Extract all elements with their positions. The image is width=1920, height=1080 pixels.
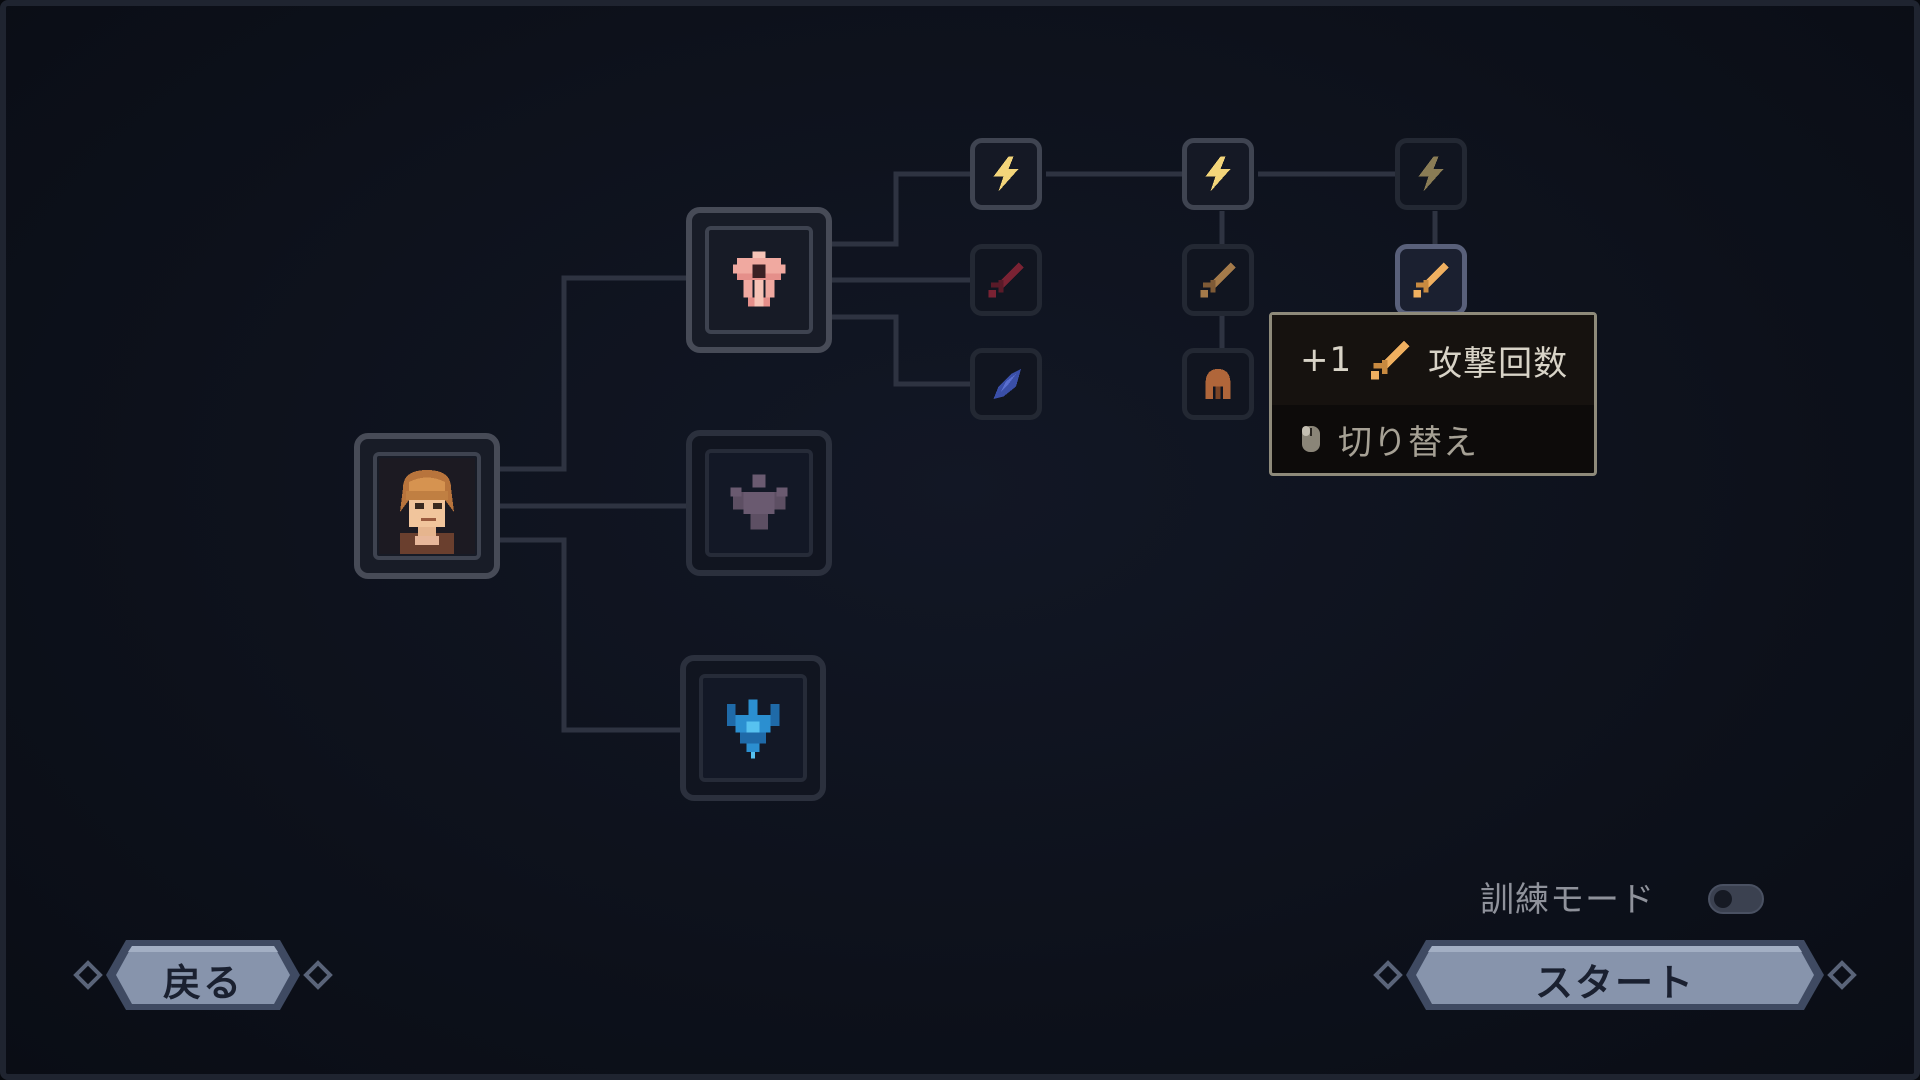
back-button-frame <box>73 940 333 1010</box>
upgrade-node-lightning-1[interactable] <box>970 138 1042 210</box>
lightning-icon <box>1205 156 1231 192</box>
upgrade-node-feather[interactable] <box>970 348 1042 420</box>
back-button[interactable]: 戻る <box>72 932 334 1018</box>
toggle-knob <box>1714 890 1732 908</box>
tooltip-stat-row: +1 攻撃回数 <box>1272 315 1594 405</box>
start-button-label: スタート <box>1534 961 1695 1005</box>
lightning-icon <box>993 156 1019 192</box>
lightning-icon <box>1418 156 1444 192</box>
tooltip-control-label: 切り替え <box>1338 422 1478 463</box>
tooltip-bonus-value: +1 <box>1300 340 1353 380</box>
training-mode-toggle[interactable] <box>1708 884 1764 914</box>
sword-icon <box>1370 340 1410 380</box>
helmet-icon <box>1205 369 1231 399</box>
upgrade-node-sword-1[interactable] <box>970 244 1042 316</box>
back-button-label: 戻る <box>162 961 243 1005</box>
tooltip-stat-label: 攻撃回数 <box>1428 343 1569 384</box>
blue-crest-icon <box>726 699 780 759</box>
tooltip-control-row: 切り替え <box>1272 405 1594 473</box>
sword-icon <box>1413 262 1449 298</box>
feather-icon <box>993 369 1021 399</box>
mouse-icon <box>1302 426 1320 452</box>
upgrade-tooltip: +1 攻撃回数 切り替え <box>1269 312 1597 476</box>
hero-portrait-icon <box>379 458 475 554</box>
strongman-icon <box>730 474 788 530</box>
upgrade-node-lightning-2[interactable] <box>1182 138 1254 210</box>
sword-icon <box>1200 262 1236 298</box>
skill-tree-connections <box>500 171 1438 733</box>
upgrade-node-lightning-3[interactable] <box>1395 138 1467 210</box>
upgrade-node-helmet[interactable] <box>1182 348 1254 420</box>
winged-emblem-icon <box>732 251 786 307</box>
start-button[interactable]: スタート <box>1372 932 1858 1018</box>
sword-icon <box>988 262 1024 298</box>
class-node-winged[interactable] <box>686 207 832 353</box>
training-mode-label: 訓練モード <box>1480 880 1655 920</box>
upgrade-node-sword-3[interactable] <box>1395 244 1467 316</box>
class-node-strongman[interactable] <box>686 430 832 576</box>
start-button-frame <box>1373 940 1857 1010</box>
class-node-crest[interactable] <box>680 655 826 801</box>
upgrade-node-sword-2[interactable] <box>1182 244 1254 316</box>
hero-root-node[interactable] <box>354 433 500 579</box>
